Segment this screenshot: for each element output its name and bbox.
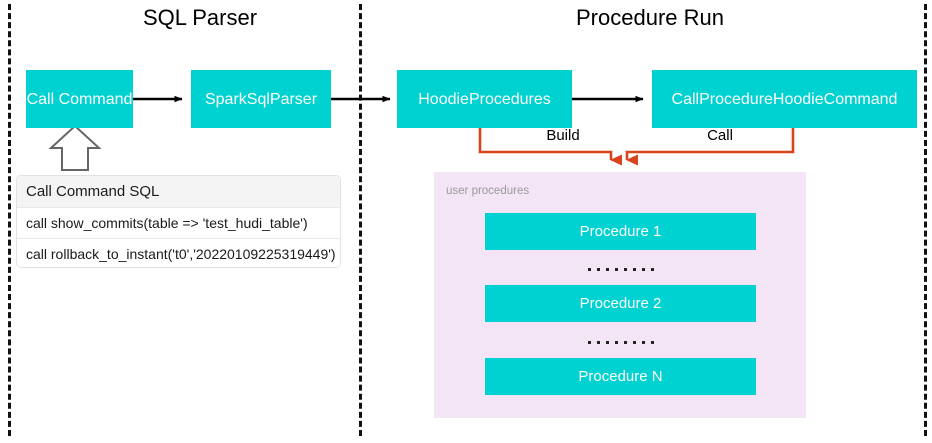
edge-label-call: Call (707, 127, 733, 144)
sql-table-header: Call Command SQL (17, 176, 340, 207)
procedure-ellipsis (485, 264, 756, 274)
edge-label-build: Build (546, 127, 580, 144)
user-procedures-caption: user procedures (446, 185, 530, 197)
node-call-command-label: Call Command (26, 90, 133, 108)
node-spark-sql-parser-label: SparkSqlParser (204, 90, 318, 108)
node-hoodie-procedures-label: HoodieProcedures (418, 90, 551, 108)
procedure-item-n[interactable]: Procedure N (485, 358, 756, 395)
section-title-procedure-run: Procedure Run (576, 5, 724, 30)
procedure-item-2[interactable]: Procedure 2 (485, 285, 756, 322)
sql-table: Call Command SQL call show_commits(table… (16, 175, 341, 268)
procedure-item-1-label: Procedure 1 (579, 223, 662, 240)
node-call-procedure-hoodie-command-label: CallProcedureHoodieCommand (671, 90, 898, 108)
procedure-item-2-label: Procedure 2 (579, 295, 662, 312)
procedure-item-1[interactable]: Procedure 1 (485, 213, 756, 250)
arrow-sql-to-call-command (48, 124, 102, 171)
section-title-sql-parser: SQL Parser (142, 5, 258, 30)
divider-right (924, 4, 927, 436)
node-spark-sql-parser[interactable]: SparkSqlParser (191, 70, 331, 128)
sql-table-row: call rollback_to_instant('t0','202201092… (17, 238, 340, 267)
node-hoodie-procedures[interactable]: HoodieProcedures (397, 70, 572, 128)
user-procedures-panel: user procedures Procedure 1 Procedure 2 … (434, 172, 806, 418)
node-call-procedure-hoodie-command[interactable]: CallProcedureHoodieCommand (652, 70, 917, 128)
sql-table-row: call show_commits(table => 'test_hudi_ta… (17, 207, 340, 238)
node-call-command[interactable]: Call Command (26, 70, 133, 128)
procedure-item-n-label: Procedure N (578, 368, 663, 385)
divider-middle (359, 4, 362, 436)
divider-left (8, 4, 11, 436)
procedure-ellipsis (485, 337, 756, 347)
